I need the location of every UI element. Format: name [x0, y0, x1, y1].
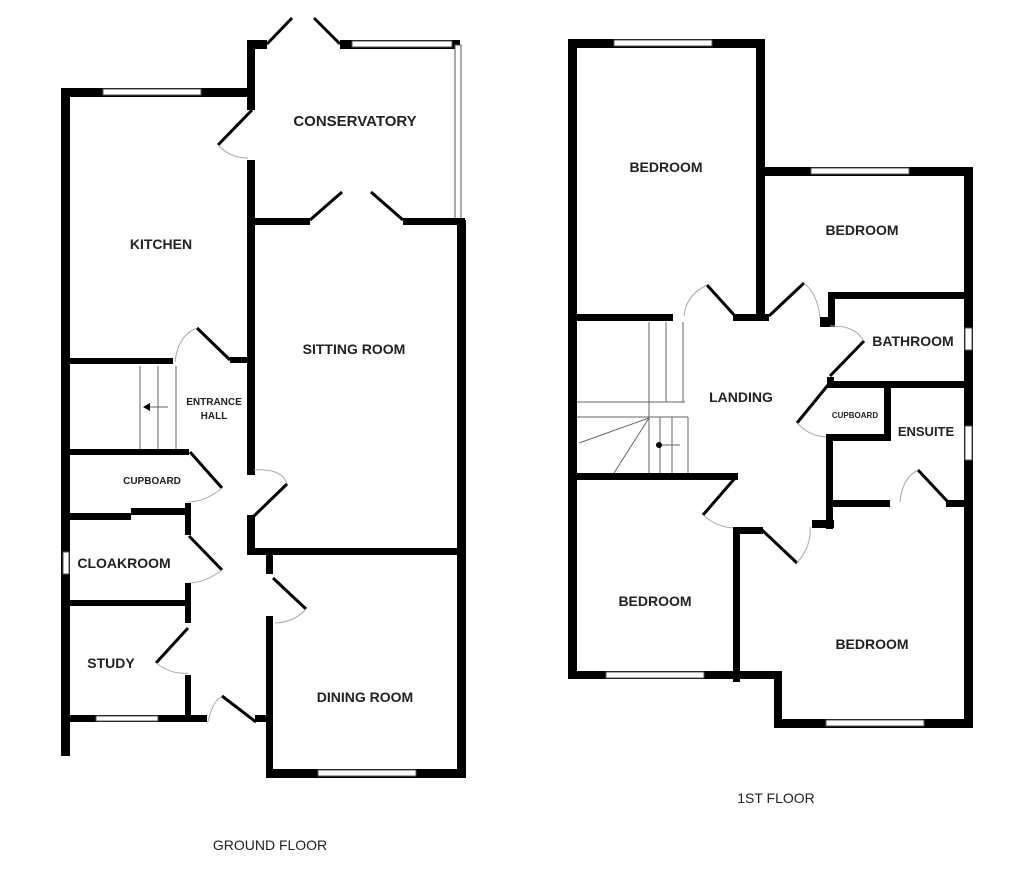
first-floor-plan — [568, 39, 973, 728]
sitting-east-wall — [457, 220, 466, 554]
cupboard-door — [188, 451, 224, 489]
kitchen-conservatory-door — [216, 108, 254, 147]
room-label-cupboard-first: CUPBOARD — [832, 411, 878, 420]
conservatory-door-left — [265, 16, 294, 46]
room-label-entrance-hall-line1: ENTRANCE — [186, 397, 242, 408]
bathroom-door — [828, 339, 866, 378]
bedroom3-north-wall — [568, 473, 738, 480]
bedroom4-window — [825, 719, 925, 727]
landing-cupboard-door — [795, 384, 830, 424]
ground-floor-title: GROUND FLOOR — [213, 837, 327, 853]
study-door — [154, 626, 190, 665]
ensuite-south-wall-right — [946, 500, 968, 507]
room-label-kitchen: KITCHEN — [130, 236, 192, 252]
sitting-conservatory-door-left — [309, 190, 343, 222]
sitting-west-wall-lower — [247, 515, 255, 555]
bathroom-south-wall — [828, 381, 968, 388]
cupboard-east-wall — [884, 385, 891, 435]
ensuite-south-wall-left — [828, 500, 890, 507]
room-label-bedroom-1: BEDROOM — [629, 159, 702, 175]
cloakroom-door — [187, 534, 224, 572]
kitchen-south-wall-right — [230, 357, 255, 363]
sitting-north-wall-left — [255, 218, 310, 225]
cloakroom-north-wall-left — [61, 513, 131, 520]
room-label-entrance-hall-line2: HALL — [201, 411, 228, 422]
ground-floor-plan — [61, 16, 466, 778]
sitting-hall-door — [252, 482, 289, 518]
room-label-bedroom-4: BEDROOM — [835, 636, 908, 652]
cloakroom-north-wall-right — [131, 508, 191, 515]
ensuite-window — [964, 425, 973, 461]
conservatory-north-wall-left — [247, 40, 267, 49]
bedroom1-door — [705, 283, 737, 318]
room-label-cupboard: CUPBOARD — [123, 476, 181, 487]
landing-north-wall — [568, 314, 673, 321]
bedroom3-window — [605, 671, 705, 679]
study-window — [95, 715, 159, 722]
room-label-dining-room: DINING ROOM — [317, 689, 413, 705]
conservatory-window-north — [351, 40, 453, 48]
sitting-south-wall — [247, 548, 466, 555]
dining-east-wall — [457, 553, 466, 778]
bedroom1-east-wall — [756, 39, 765, 319]
bedroom2-window — [810, 167, 910, 175]
bedroom2-door — [767, 281, 806, 318]
room-label-study: STUDY — [87, 655, 135, 671]
cloakroom-window — [62, 551, 70, 575]
room-label-cloakroom: CLOAKROOM — [77, 555, 170, 571]
bedroom3-east-wall — [733, 527, 740, 682]
cupboard-north-wall — [61, 449, 189, 455]
cupboard-south-wall — [828, 434, 891, 441]
bathroom-north-wall — [828, 292, 968, 299]
kitchen-hall-door — [195, 326, 232, 362]
room-label-bathroom: BATHROOM — [872, 333, 953, 349]
ground-south-wall — [61, 715, 267, 722]
stairs-arrow-head — [143, 403, 150, 411]
bedroom1-window — [613, 39, 713, 47]
room-label-sitting-room: SITTING ROOM — [303, 341, 406, 357]
dining-window — [317, 769, 417, 777]
sitting-west-wall-upper — [247, 355, 255, 475]
ground-west-wall — [61, 88, 70, 756]
bedroom3-door — [701, 476, 738, 516]
kitchen-east-wall — [247, 160, 255, 360]
room-label-landing: LANDING — [709, 389, 773, 405]
ensuite-west-wall — [826, 434, 833, 529]
bedroom4-door — [760, 528, 799, 565]
first-floor-title: 1ST FLOOR — [737, 790, 815, 806]
bedroom4-west-wall — [774, 671, 782, 728]
kitchen-south-wall — [61, 358, 173, 364]
study-north-wall — [61, 600, 191, 606]
room-label-conservatory: CONSERVATORY — [293, 113, 416, 130]
room-label-bedroom-2: BEDROOM — [825, 222, 898, 238]
first-west-wall — [568, 39, 577, 679]
room-label-bedroom-3: BEDROOM — [618, 593, 691, 609]
front-door — [221, 694, 257, 724]
conservatory-door-right — [312, 16, 342, 46]
ensuite-door — [916, 468, 950, 504]
dining-west-wall — [266, 553, 273, 778]
sitting-north-wall-right — [403, 218, 465, 225]
sitting-conservatory-door-right — [370, 190, 404, 222]
conservatory-window-east — [454, 44, 462, 221]
kitchen-window — [102, 88, 202, 96]
bathroom-window — [964, 327, 973, 351]
conservatory-west-wall-upper — [247, 40, 255, 110]
room-label-ensuite: ENSUITE — [898, 424, 955, 439]
dining-door — [271, 576, 308, 611]
